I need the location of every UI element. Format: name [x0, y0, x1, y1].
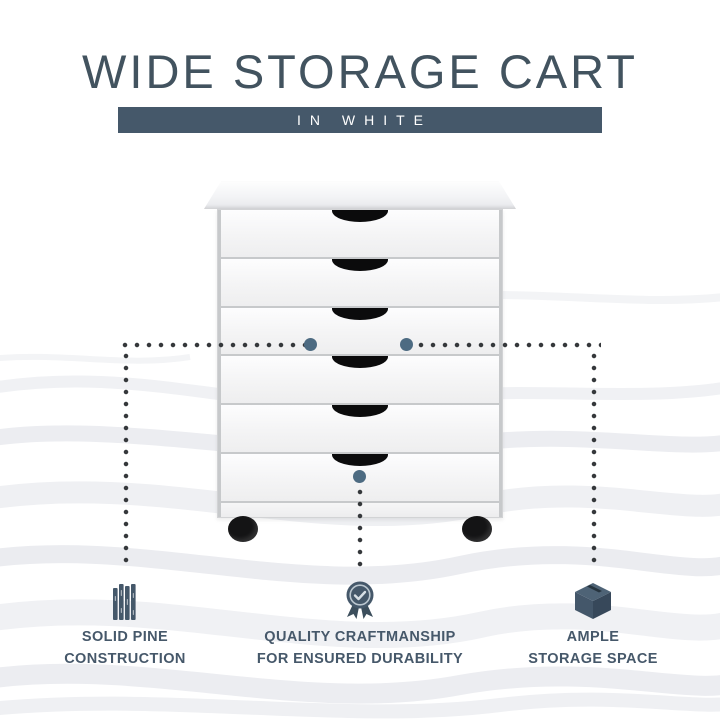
storage-cart-image [217, 209, 503, 518]
callout-line-vertical-middle [356, 486, 364, 570]
drawer-handle-cutout [332, 405, 388, 418]
drawer-handle-cutout [332, 210, 388, 222]
callout-anchor-dot-middle [353, 470, 366, 483]
feature-caption-line: STORAGE SPACE [528, 651, 658, 667]
callout-line-vertical-right [590, 350, 598, 568]
subtitle-bar: IN WHITE [118, 107, 602, 133]
drawer-4 [221, 356, 499, 404]
drawer-handle-cutout [332, 356, 388, 369]
feature-quality-craftmanship: QUALITY CRAFTMANSHIP FOR ENSURED DURABIL… [230, 578, 490, 670]
feature-caption-line: CONSTRUCTION [64, 651, 186, 667]
callout-anchor-dot-left [304, 338, 317, 351]
caster-wheel-left [228, 516, 258, 542]
callout-line-vertical-left [122, 350, 130, 568]
storage-box-icon [493, 578, 693, 620]
subtitle-text: IN WHITE [297, 112, 432, 128]
feature-solid-pine: SOLID PINE CONSTRUCTION [25, 578, 225, 670]
feature-caption-line: SOLID PINE [81, 629, 169, 645]
caster-wheel-right [462, 516, 492, 542]
pine-wood-icon [25, 578, 225, 620]
callout-anchor-dot-right [400, 338, 413, 351]
feature-ample-storage: AMPLE STORAGE SPACE [493, 578, 693, 670]
callout-line-horizontal-left [119, 341, 309, 349]
page-title: WIDE STORAGE CART [82, 45, 638, 98]
drawer-2 [221, 258, 499, 306]
feature-caption-line: FOR ENSURED DURABILITY [256, 651, 464, 667]
drawer-5 [221, 405, 499, 453]
drawer-handle-cutout [332, 258, 388, 271]
cart-top-surface [204, 181, 516, 209]
drawer-handle-cutout [332, 454, 388, 467]
drawer-1 [221, 210, 499, 257]
drawer-handle-cutout [332, 307, 388, 320]
callout-line-horizontal-right [415, 341, 601, 349]
feature-caption-line: QUALITY CRAFTMANSHIP [264, 629, 456, 645]
feature-caption-line: AMPLE [566, 629, 620, 645]
quality-badge-icon [230, 578, 490, 620]
